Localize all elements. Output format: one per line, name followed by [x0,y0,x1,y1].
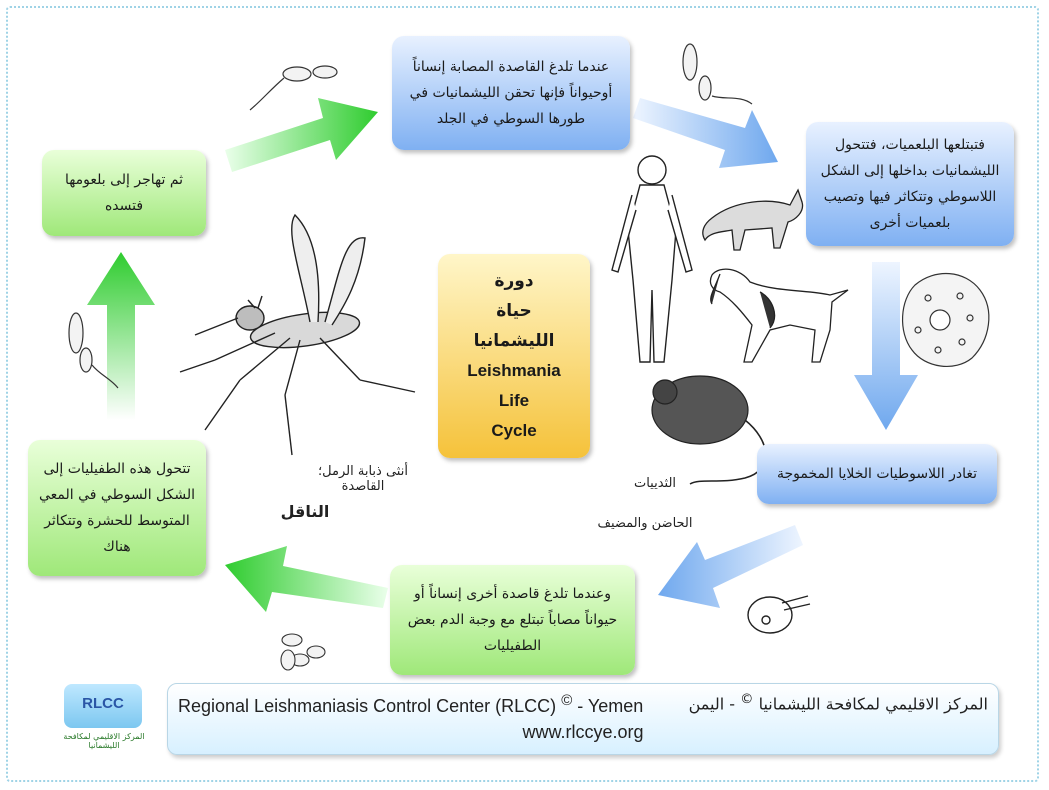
footer-org-ar: المركز الاقليمي لمكافحة الليشمانيا [759,694,988,713]
promastigote-top-right [683,44,752,104]
step-phagocytosis-text: فتبتلعها البلعميات، فتتحول الليشمانيات ب… [816,132,1004,236]
infected-macrophage-illustration [903,274,989,367]
footer-english: Regional Leishmaniasis Control Center (R… [178,692,643,717]
center-title-line-1: دورة [494,266,533,296]
green-arrow-left [225,546,388,612]
step-bite-ingest-text: وعندما تلدغ قاصدة أخرى إنساناً أو حيوانا… [400,581,625,659]
rodent-illustration [652,376,766,484]
vector-label: الناقل [255,502,355,521]
center-title-line-5: Life [499,386,529,416]
sandfly-illustration [180,215,415,455]
blue-arrow-diagonal-down-left [658,525,803,608]
step-phagocytosis-box: فتبتلعها البلعميات، فتتحول الليشمانيات ب… [806,122,1014,246]
footer-org-en: Regional Leishmaniasis Control Center (R… [178,696,556,716]
green-arrow-up [87,252,155,420]
step-bite-ingest-box: وعندما تلدغ قاصدة أخرى إنساناً أو حيوانا… [390,565,635,675]
amastigotes-small-illustration [281,634,325,670]
footer-copyright-en: © [561,692,572,709]
footer-country-en: - Yemen [577,696,643,716]
step-bite-inject-text: عندما تلدغ القاصدة المصابة إنساناً أوحيو… [402,54,620,132]
step-transform-text: تتحول هذه الطفيليات إلى الشكل السوطي في … [38,456,196,560]
center-title-line-4: Leishmania [467,356,561,386]
blue-arrow-down [854,262,918,430]
center-title-line-6: Cycle [491,416,536,446]
step-migrate-text: ثم تهاجر إلى بلعومها فتسده [52,167,196,219]
reservoir-host-label: الحاضن والمضيف [580,516,710,531]
mammals-label: الثدييات [620,476,690,491]
footer-copyright-ar: © [740,692,753,707]
rlcc-logo-mark: RLCC [64,684,142,728]
vector-caption-label: أنثى ذبابة الرمل؛ القاصدة [298,464,428,494]
footer-banner: Regional Leishmaniasis Control Center (R… [167,683,999,755]
center-title-line-3: الليشمانيا [474,326,555,356]
footer-country-ar: - اليمن [689,694,735,713]
amastigote-illustration [748,596,810,633]
footer-url-link[interactable]: www.rlccye.org [168,722,998,743]
human-illustration [612,156,692,362]
fox-illustration [703,190,803,250]
step-release-text: تغادر اللاسوطيات الخلايا المخموجة [777,461,977,487]
step-release-box: تغادر اللاسوطيات الخلايا المخموجة [757,444,997,504]
green-arrow-right [225,98,378,172]
step-transform-box: تتحول هذه الطفيليات إلى الشكل السوطي في … [28,440,206,576]
step-bite-inject-box: عندما تلدغ القاصدة المصابة إنساناً أوحيو… [392,36,630,150]
center-title-box: دورة حياة الليشمانيا Leishmania Life Cyc… [438,254,590,458]
dog-illustration [710,269,848,362]
rlcc-logo: RLCC المركز الاقليمي لمكافحة الليشمانيا [54,680,154,760]
rlcc-logo-caption: المركز الاقليمي لمكافحة الليشمانيا [54,732,154,750]
center-title-line-2: حياة [496,296,532,326]
step-migrate-box: ثم تهاجر إلى بلعومها فتسده [42,150,206,236]
footer-arabic: المركز الاقليمي لمكافحة الليشمانيا © - ا… [689,692,988,713]
